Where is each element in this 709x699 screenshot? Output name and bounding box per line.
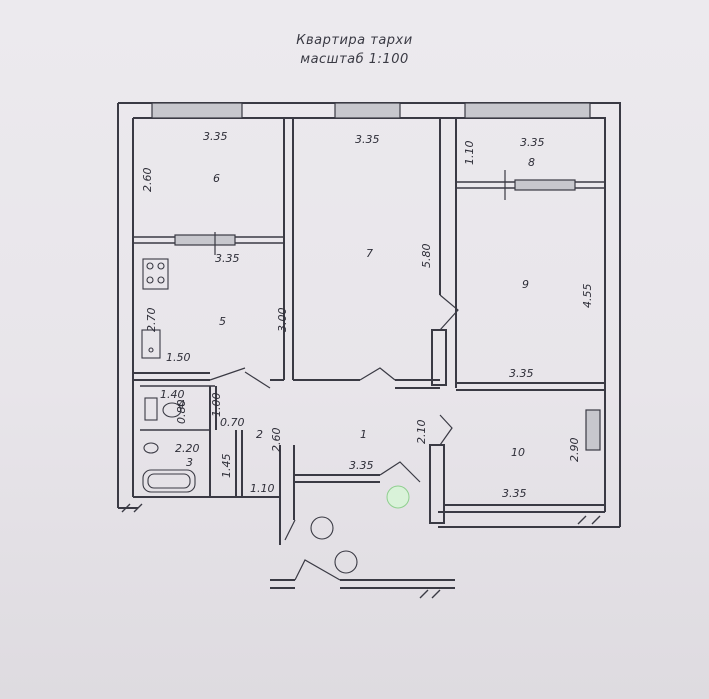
room-label-9: 9 [522,278,529,291]
room-label-2: 2 [256,428,263,441]
room-labels: 6 7 8 9 5 1 2 3 4 10 [178,156,535,469]
room-label-10: 10 [511,446,525,459]
room-label-6: 6 [213,172,220,185]
dim-room9-width: 3.35 [509,367,534,380]
room-label-8: 8 [528,156,535,169]
room-label-7: 7 [366,247,373,260]
room-label-1: 1 [360,428,367,441]
interior-walls [133,118,605,589]
outer-walls [117,102,621,599]
doors [209,170,506,581]
plan-scale: масштаб 1:100 [300,52,409,67]
dim-room10-width: 3.35 [502,487,527,500]
dim-room8-width: 3.35 [520,136,545,149]
plan-title: Квартира тархи [296,33,413,48]
dim-room7-width: 3.35 [355,133,380,146]
dim-room6-width: 3.35 [203,130,228,143]
dim-room9-depth: 4.55 [581,284,594,309]
dim-room3-width: 2.20 [175,442,200,455]
dim-room2-depth: 2.60 [270,428,283,453]
dim-room10-depth: 2.90 [568,438,581,463]
dim-room5-depth: 2.70 [145,308,158,333]
dim-room6-depth: 2.60 [141,168,154,193]
fixtures [141,258,410,574]
room-label-3: 3 [186,456,193,469]
dim-room1-width: 3.35 [349,459,374,472]
windows [151,102,601,451]
dim-room1-depth: 2.10 [415,420,428,445]
room-label-4: 4 [178,398,185,411]
dim-room5-side: 3.00 [276,308,289,333]
dimension-labels: 3.35 3.35 3.35 2.60 1.10 3.35 2.70 3.00 … [141,130,594,500]
dim-room4-width: 1.40 [160,388,185,401]
dim-1-00: 1.00 [210,393,223,418]
dim-entry-width: 1.10 [250,482,275,495]
dim-room3-depth: 1.45 [220,454,233,479]
dim-room4-depth: 0.80 [175,400,188,425]
dim-corridor: 1.50 [166,351,191,364]
dim-room8-depth: 1.10 [463,141,476,166]
room-label-5: 5 [219,315,226,328]
dim-room5-width: 3.35 [215,252,240,265]
dim-room7-depth: 5.80 [420,244,433,269]
dim-0-70: 0.70 [220,416,245,429]
